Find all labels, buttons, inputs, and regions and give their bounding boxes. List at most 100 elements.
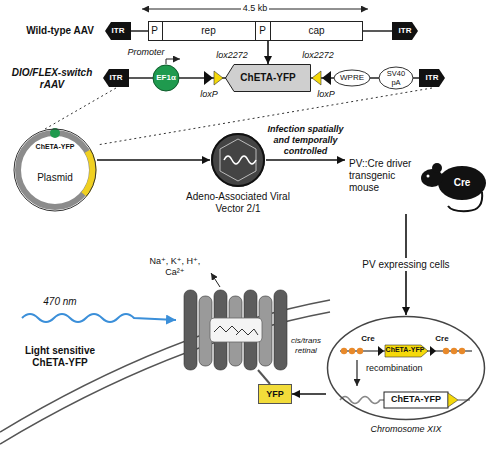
- node-text: rep: [162, 21, 255, 41]
- edge-label: PV expressing cells: [359, 258, 452, 271]
- helix: [184, 290, 197, 370]
- label: DIO/FLEX-switch rAAV: [4, 67, 100, 91]
- itr-box: ITR: [105, 22, 131, 40]
- yfp-tag: YFP: [258, 384, 292, 404]
- node-text: Adeno-Associated Viral Vector 2/1: [181, 191, 295, 215]
- promoter-circle: EF1α: [152, 64, 180, 92]
- retinal-molecule: [214, 326, 238, 332]
- label: ChETA-YFP: [385, 394, 447, 405]
- lox2272-site: [214, 71, 223, 85]
- dotted-guide: [97, 88, 432, 145]
- itr-box-outline: [103, 69, 129, 87]
- node-text: EF1α: [156, 73, 176, 82]
- node-text: ITR: [110, 73, 123, 82]
- element-ellipse: WPRE: [333, 69, 371, 87]
- label: Cre: [357, 334, 379, 344]
- node-text: Chromosome XIX: [326, 424, 486, 435]
- loxp-site: [322, 71, 331, 85]
- node-text: ChETA-YFP: [240, 72, 295, 84]
- nucleus-ellipse: recombinationChromosome XIX: [326, 315, 486, 435]
- label: loxP: [196, 89, 222, 100]
- label: ChETA-YFP: [385, 346, 425, 354]
- label: Promoter: [124, 47, 168, 58]
- nucleosome: [451, 348, 457, 354]
- gene-box-outline: [226, 65, 311, 92]
- node-text: WPRE: [340, 73, 364, 82]
- lox2272-site: [312, 71, 321, 85]
- viral-capsid: [211, 133, 265, 187]
- itr-box: ITR: [103, 69, 129, 87]
- promoter-arrow: [166, 59, 180, 64]
- flow-arrow: [97, 159, 210, 161]
- yfp-tag-outline: [259, 385, 292, 404]
- label: loxP: [313, 89, 339, 100]
- retinal-pocket: [210, 318, 262, 342]
- viral-genome: [224, 156, 256, 164]
- node-text: SV40 pA: [384, 69, 408, 87]
- transgenic-mouse: PV::Cre driver transgenic mouseCre: [345, 150, 487, 214]
- light-arrow: [22, 314, 176, 322]
- itr-box: ITR: [419, 69, 445, 87]
- gene-box: ChETA-YFP: [225, 64, 311, 92]
- label: ChETA-YFP: [30, 143, 80, 151]
- gene-box: PrepPcap: [148, 21, 363, 41]
- itr-box-outline: [392, 22, 418, 40]
- node-text: YFP: [266, 389, 284, 399]
- ion-flux-arrow: [211, 273, 220, 287]
- nucleosome: [459, 348, 465, 354]
- loxp-site: [378, 346, 384, 356]
- node-text: recombination: [366, 363, 423, 374]
- label: Light sensitive ChETA-YFP: [10, 345, 110, 369]
- node-text: ITR: [112, 26, 125, 35]
- node-text: P: [148, 21, 162, 41]
- plasmid-ring: [18, 133, 92, 207]
- mouse-eye: [427, 175, 430, 178]
- viral-vector: Adeno-Associated Viral Vector 2/1: [210, 132, 266, 188]
- label: Wild-type AAV: [15, 25, 105, 37]
- plasmid-circle: Plasmid: [13, 128, 97, 212]
- recombination-arrow: [356, 360, 357, 386]
- mouse-tail: [448, 192, 482, 211]
- retinal-molecule: [236, 329, 258, 335]
- mouse-body: [438, 166, 486, 200]
- flow-arrow: [267, 41, 269, 64]
- nucleosome: [349, 348, 355, 354]
- helix: [274, 290, 287, 370]
- promoter-circle-outline: [153, 65, 179, 91]
- lox-site: [448, 393, 458, 407]
- element-ellipse: SV40 pA: [378, 66, 414, 90]
- nucleosome: [341, 348, 347, 354]
- node-text: ITR: [399, 26, 412, 35]
- gene-box-outline: [148, 22, 362, 41]
- label: 470 nm: [35, 296, 85, 308]
- dotted-guide: [45, 88, 116, 129]
- plasmid-circle-shape: [13, 128, 97, 212]
- node-text: P: [255, 21, 270, 41]
- flow-arrow: [292, 393, 326, 395]
- flow-arrow: [266, 159, 345, 161]
- recombined-gene: [384, 392, 448, 408]
- label: cis/trans retinal: [286, 336, 326, 355]
- label: Na⁺, K⁺, H⁺, Ca²⁺: [148, 256, 202, 278]
- nucleus-ellipse-outline: [328, 317, 485, 420]
- viral-vector-outline: [212, 134, 264, 186]
- dna-insert: [385, 345, 428, 357]
- label: lox2272: [212, 50, 252, 61]
- label: 4.5 kb: [241, 3, 270, 14]
- itr-box: ITR: [392, 22, 418, 40]
- edge-label: Infection spatially and temporally contr…: [266, 124, 346, 157]
- node-text: cap: [270, 21, 363, 41]
- node-text: Plasmid: [37, 172, 73, 184]
- element-ellipse-outline: [334, 70, 370, 86]
- loxp-site: [204, 71, 213, 85]
- yfp-linker: [258, 370, 270, 384]
- itr-box-outline: [419, 69, 445, 87]
- loxp-site: [430, 346, 436, 356]
- label: Cre: [431, 334, 453, 344]
- viral-vector-shape: [210, 132, 266, 188]
- capsid-facet: [220, 139, 256, 181]
- node-text: Cre: [447, 177, 477, 189]
- node-text: ITR: [426, 73, 439, 82]
- channel-protein: [184, 290, 287, 370]
- nucleus-ellipse-shape: [326, 315, 486, 435]
